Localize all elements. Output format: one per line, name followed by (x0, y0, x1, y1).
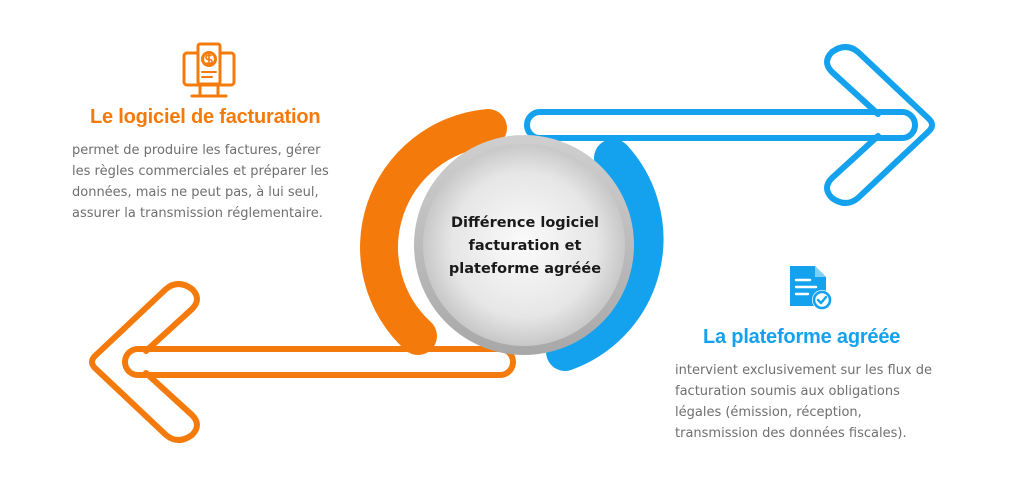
blue-arc (546, 139, 664, 371)
left-block-line-2: les règles commerciales et préparer les (72, 164, 329, 179)
center-label-line-1: Différence logiciel (450, 215, 600, 231)
left-arrow-shaft (122, 346, 516, 378)
document-check-icon (790, 266, 832, 310)
left-block-description: permet de produire les factures, gérer l… (72, 140, 382, 224)
right-block-description: intervient exclusivement sur les flux de… (675, 360, 975, 444)
orange-arc (360, 109, 507, 355)
right-block: La plateforme agréée (703, 326, 963, 349)
left-block-title: Le logiciel de facturation (90, 106, 321, 128)
right-block-line-3: légales (émission, réception, (675, 405, 862, 420)
invoice-computer-icon (182, 42, 236, 98)
right-arrow (524, 44, 935, 206)
right-arrow-head (824, 44, 935, 206)
center-label-line-2: facturation et (468, 238, 582, 254)
left-block: Le logiciel de facturation (80, 106, 380, 129)
right-block-line-2: facturation soumis aux obligations (675, 384, 900, 399)
left-arrow-head (89, 281, 200, 443)
left-block-line-4: assurer la transmission réglementaire. (72, 206, 323, 221)
center-label-line-3: plateforme agréée (448, 261, 602, 277)
right-arrow-shaft (524, 109, 918, 141)
right-block-line-1: intervient exclusivement sur les flux de (675, 363, 933, 378)
right-block-line-4: transmission des données fiscales). (675, 426, 907, 441)
center-circle (423, 144, 625, 346)
right-block-title: La plateforme agréée (703, 326, 901, 348)
center-label: Différence logiciel facturation et plate… (420, 212, 630, 281)
left-block-line-1: permet de produire les factures, gérer (72, 143, 321, 158)
left-block-line-3: données, mais ne peut pas, à lui seul, (72, 185, 319, 200)
